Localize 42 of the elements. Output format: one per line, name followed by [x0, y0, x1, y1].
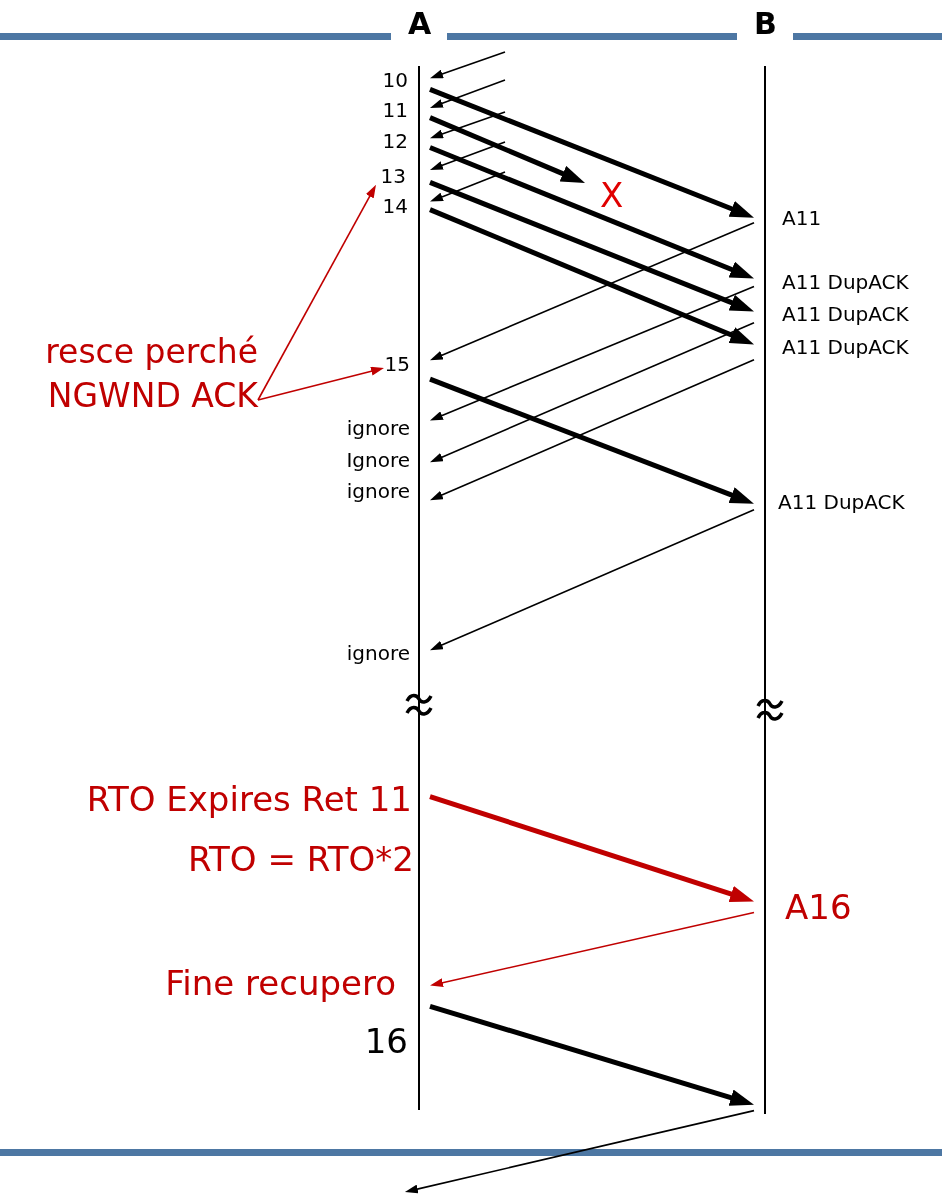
message-label: A11 DupACK [782, 337, 909, 357]
message-arrow [430, 141, 506, 170]
message-label: 16 [364, 1024, 408, 1058]
sequence-number: 13 [376, 163, 406, 189]
message-arrow [429, 1003, 754, 1106]
sequence-number: 15 [384, 352, 410, 376]
message-arrow [429, 794, 754, 903]
message-arrow [429, 115, 585, 184]
message-arrow [430, 171, 506, 202]
message-label: A11 DupACK [782, 272, 909, 292]
message-label: Fine recupero [165, 966, 396, 1000]
loss-mark: X [600, 178, 624, 212]
message-label: A16 [785, 890, 852, 924]
message-arrow [429, 145, 754, 279]
message-arrow [430, 911, 755, 988]
message-arrow [430, 321, 755, 463]
message-label: 10 [382, 70, 408, 90]
message-arrow [430, 111, 506, 139]
message-arrow [430, 221, 755, 361]
message-label: ignore [346, 481, 410, 501]
message-label: A11 [782, 208, 822, 228]
message-arrow [429, 180, 754, 312]
message-label: A11 DupACK [778, 492, 905, 512]
message-arrow [430, 79, 506, 108]
leader-arrow [257, 184, 376, 401]
leader-arrow [257, 366, 384, 401]
message-label: Ignore [346, 450, 410, 470]
message-arrow [430, 509, 755, 651]
message-label: A11 DupACK [782, 304, 909, 324]
message-arrow [430, 51, 506, 79]
message-arrow [429, 285, 755, 421]
message-label: RTO Expires Ret 11 [86, 782, 412, 816]
message-arrow [404, 1109, 755, 1194]
annotation-text: resce perché NGWND ACK [0, 330, 258, 420]
message-label: 11 [382, 100, 408, 120]
message-arrow [429, 207, 755, 345]
message-label: RTO = RTO*2 [187, 842, 414, 876]
message-label: 14 [382, 196, 408, 216]
message-arrow [429, 87, 754, 218]
message-label: 12 [382, 131, 408, 151]
message-label: ignore [346, 643, 410, 663]
message-label: ignore [346, 418, 410, 438]
